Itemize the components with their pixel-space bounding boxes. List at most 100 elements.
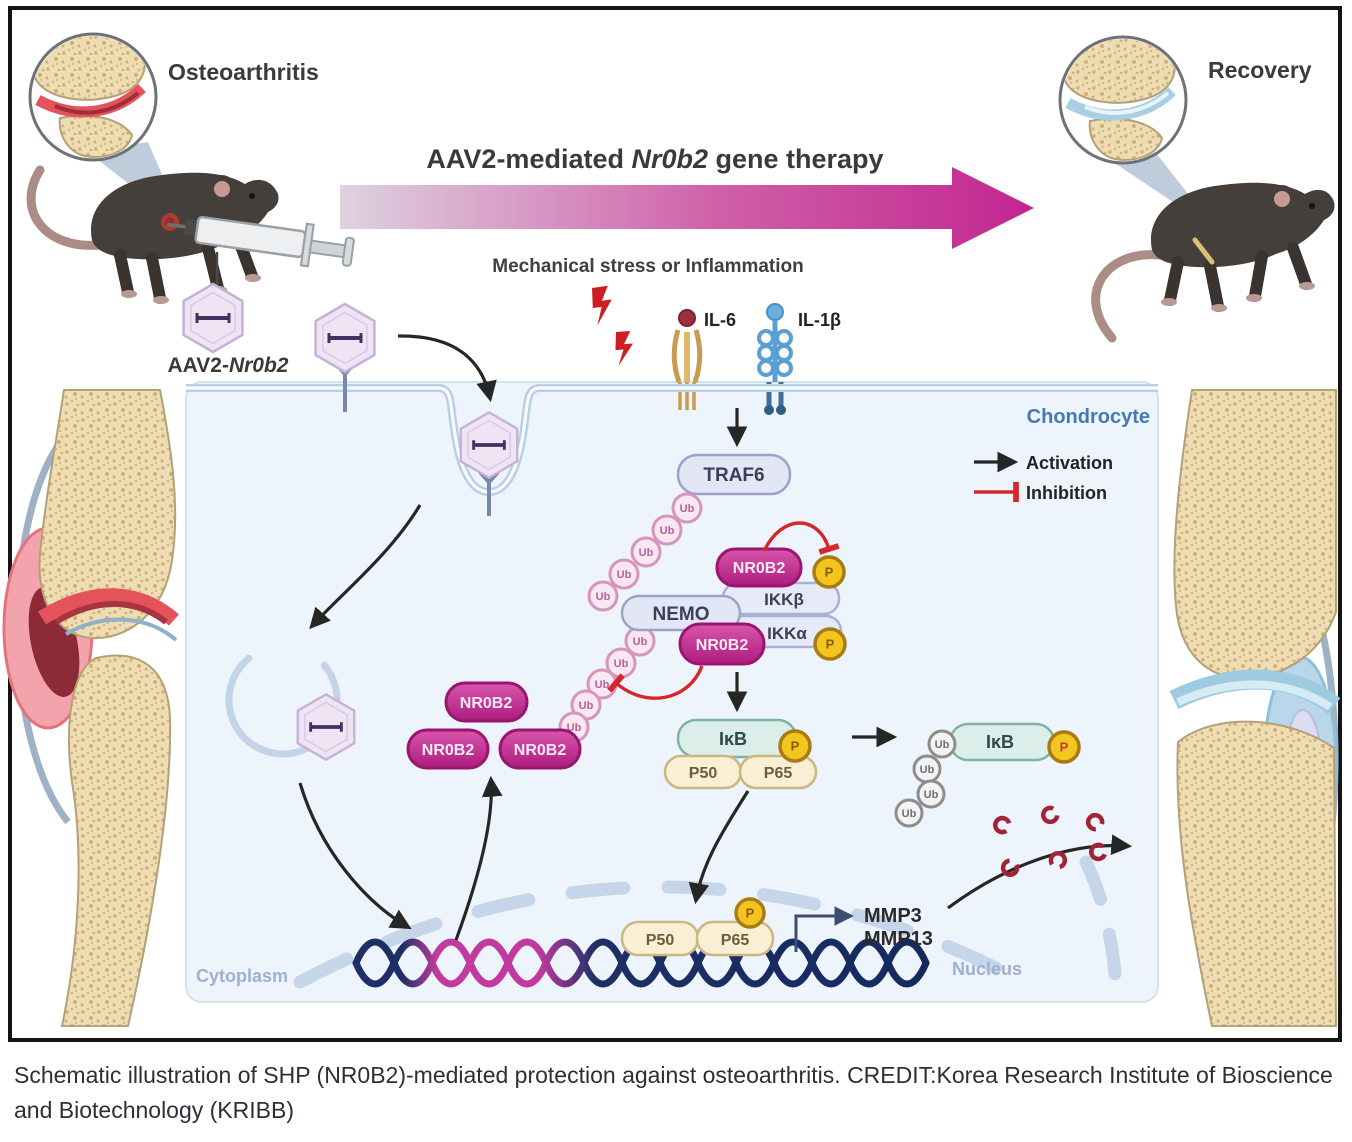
nr0b2-inhibits-ubiquitination — [607, 665, 704, 700]
virus-in-pit — [458, 410, 520, 516]
nr0b2-node — [406, 728, 490, 770]
syringe-thumb-pad — [341, 236, 355, 267]
legend-activation-label: Activation — [1026, 453, 1113, 473]
ub-label: Ub — [902, 808, 917, 820]
p65-node — [695, 920, 775, 957]
inset-ring-oa — [28, 32, 158, 162]
ub-label: Ub — [579, 700, 594, 712]
recovery-mouse — [1091, 182, 1335, 343]
traf6-node: TRAF6 — [676, 453, 792, 496]
caption: Schematic illustration of SHP (NR0B2)-me… — [14, 1062, 1333, 1123]
secreted-mmps — [947, 806, 1133, 910]
nuclear-envelope — [293, 880, 1031, 989]
aav-label-prefix: AAV2- — [168, 354, 229, 377]
femur-left — [38, 389, 177, 640]
mouse-tail — [26, 165, 105, 250]
damaged-meniscus — [54, 601, 168, 625]
p-label: P — [825, 565, 834, 580]
il1b-ligand-icon — [766, 303, 784, 321]
osteoarthritis-label: Osteoarthritis — [168, 59, 319, 85]
inset-ring-recovery — [1058, 35, 1188, 165]
nr0b2-label: NR0B2 — [422, 742, 475, 759]
phospho-ikka: P — [813, 627, 847, 661]
syringe-hub — [184, 218, 199, 237]
pathway-diagram: Osteoarthritis Recovery AAV2-mediated Nr… — [2, 6, 1342, 1042]
aav-label-gene-italic: Nr0b2 — [229, 354, 289, 377]
p-label: P — [791, 739, 800, 754]
mouse-eye — [1309, 203, 1315, 209]
il1b-receptor — [757, 303, 793, 415]
lightning-bolt-icon — [592, 285, 612, 326]
chondrocyte-cell-body — [185, 381, 1159, 1003]
p-label: P — [1060, 740, 1069, 755]
phospho-p65: P — [734, 897, 766, 929]
cartilage-highlight — [1176, 680, 1333, 711]
recovery-label: Recovery — [1208, 57, 1312, 83]
cytoplasm-label: Cytoplasm — [196, 966, 288, 986]
stress-label: Mechanical stress or Inflammation — [492, 256, 804, 277]
il1b-label: IL-1β — [798, 310, 841, 330]
nfkb-nuclear-translocation-arrow — [688, 790, 750, 905]
phospho-ikkb: P — [812, 555, 846, 589]
nr0b2-inhibits-phosphorylation — [762, 521, 840, 555]
ub-label: Ub — [660, 525, 675, 537]
mmp3-label: MMP3 — [864, 905, 922, 927]
p50-label: P50 — [689, 765, 718, 782]
ikkb-label: IKKβ — [764, 590, 804, 609]
legend: Activation Inhibition — [974, 451, 1113, 503]
oa-meniscus — [54, 91, 140, 115]
ikb-nfkb-complex: IκB P50 P65 P — [663, 718, 818, 790]
tibia-right — [1176, 720, 1338, 1027]
nuclear-envelope-fragment — [1079, 855, 1123, 997]
ubiquitinated-ikb: IκB P Ub Ub Ub Ub — [894, 722, 1081, 828]
virus-on-receptor — [313, 302, 377, 412]
ub-label: Ub — [617, 569, 632, 581]
nemo-label: NEMO — [653, 604, 710, 625]
title-suffix: gene therapy — [708, 144, 884, 174]
p-label: P — [826, 637, 835, 652]
expression-arrow — [454, 775, 503, 941]
il6-label: IL-6 — [704, 310, 736, 330]
mmp13-label: MMP13 — [864, 928, 933, 950]
ub-label: Ub — [633, 636, 648, 648]
joint-space-line-left — [65, 617, 178, 642]
p65-node — [738, 754, 818, 790]
ub-label: Ub — [596, 591, 611, 603]
title-prefix: AAV2-mediated — [426, 144, 631, 174]
syringe — [167, 215, 355, 268]
ub-label: Ub — [920, 764, 935, 776]
ub-label: Ub — [614, 658, 629, 670]
ub-label: Ub — [924, 789, 939, 801]
traf6-label: TRAF6 — [703, 465, 764, 486]
therapy-title: AAV2-mediated Nr0b2 gene therapy — [426, 144, 883, 174]
osteoarthritis-inset — [28, 32, 158, 162]
nfkb-on-dna: P50 P65 P — [620, 897, 775, 957]
nemo-node — [620, 594, 742, 632]
legend-inhibition-label: Inhibition — [1026, 483, 1107, 503]
phospho-ikb-degraded: P — [1047, 730, 1081, 764]
mouse-eye — [249, 193, 255, 199]
lightning-bolts — [592, 285, 634, 367]
nr0b2-node-lower — [678, 622, 766, 666]
gene-therapy-arrow — [340, 167, 1034, 249]
ikb-label: IκB — [719, 729, 747, 749]
p50-label: P50 — [646, 932, 675, 949]
inflamed-cartilage — [37, 588, 179, 626]
nr0b2-trio: NR0B2 NR0B2 NR0B2 — [406, 681, 582, 770]
transcription-arrow — [794, 906, 854, 952]
nr0b2-label: NR0B2 — [696, 637, 749, 654]
p65-label: P65 — [764, 765, 793, 782]
nr0b2-node-upper — [715, 547, 803, 588]
lightning-bolt-icon — [615, 330, 634, 367]
title-gene-italic: Nr0b2 — [631, 144, 708, 174]
oa-mouse — [26, 165, 279, 304]
chondrocyte-label: Chondrocyte — [1027, 406, 1150, 428]
nr0b2-node — [444, 681, 529, 723]
ikka-label: IKKα — [767, 624, 807, 643]
pit-to-endosome-arrow — [309, 504, 422, 630]
healed-knee-mark — [1192, 237, 1215, 265]
ub-label: Ub — [639, 547, 654, 559]
nr0b2-label: NR0B2 — [460, 695, 513, 712]
endosome-to-nucleus-arrow — [298, 782, 412, 930]
